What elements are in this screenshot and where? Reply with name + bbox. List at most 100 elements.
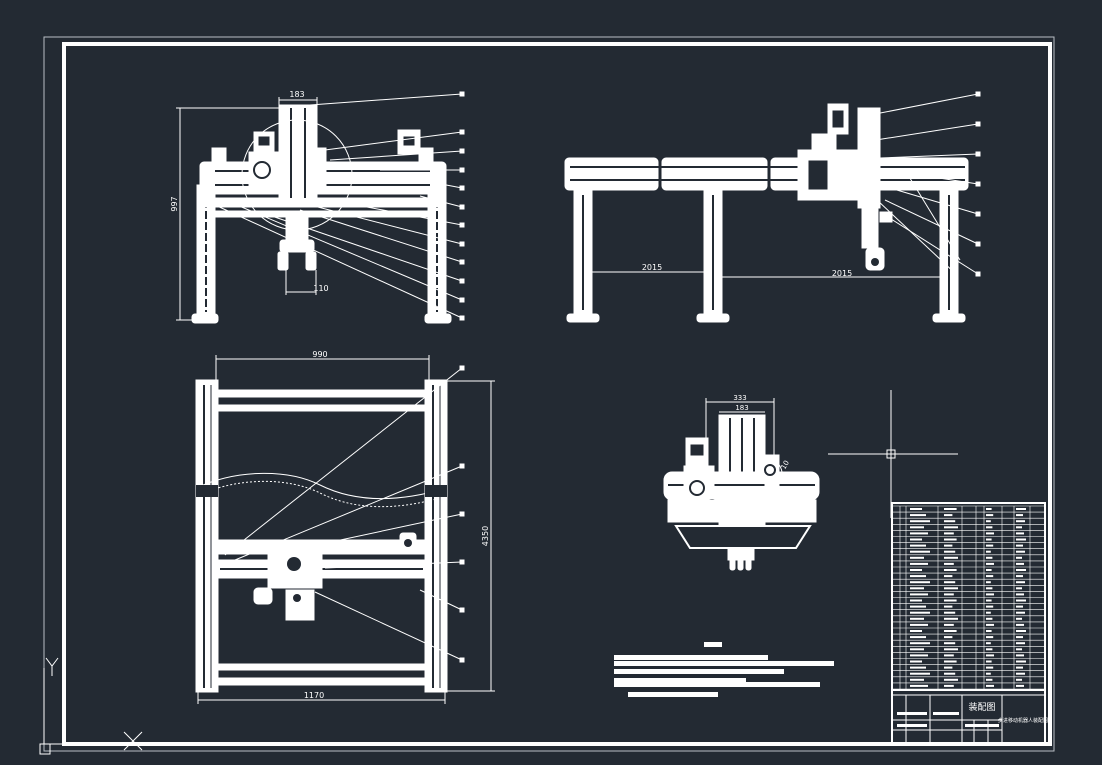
parts-list-cell-mark [910,660,922,663]
parts-list-cell-mark [944,605,953,608]
top-dim-bottom: 1170 [304,691,324,700]
parts-list-cell-mark [986,672,991,675]
parts-list-cell-mark [986,636,994,639]
top-view-leaders [224,365,465,663]
detail-dim-outer: 333 [733,394,746,402]
parts-list-cell-mark [1016,648,1022,651]
parts-list-cell-mark [944,587,958,590]
parts-list-cell-mark [1016,599,1026,602]
parts-list-cell-mark [986,617,993,620]
parts-list-cell-mark [1016,550,1025,553]
parts-list-cell-mark [986,569,992,571]
parts-list-cell-mark [1016,544,1023,547]
parts-list-cell-mark [910,648,924,651]
parts-list-cell-mark [910,593,928,596]
parts-list-cell-mark [1016,575,1023,578]
parts-list-cell-mark [944,520,956,523]
side-view-dimensions [592,271,940,278]
parts-list-cell-mark [910,678,924,681]
parts-list-cell-mark [986,544,994,547]
parts-list-cell-mark [910,526,924,529]
parts-list-cell-mark [1016,660,1026,663]
parts-list-cell-mark [1016,532,1024,535]
top-dim-top: 990 [312,350,327,359]
front-dim-bottom: 110 [313,284,328,293]
parts-list-cell-mark [944,538,957,541]
parts-list-cell-mark [910,587,924,590]
front-dim-top: 183 [289,90,304,99]
parts-list-cell-mark [1016,636,1023,639]
parts-list-cell-mark [910,642,930,645]
parts-list-cell-mark [986,684,994,687]
parts-list-cell-mark [910,617,924,620]
parts-list-cell-mark [1016,569,1026,571]
title-block [891,502,1046,744]
parts-list-cell-mark [944,617,958,620]
detail-view [663,414,820,571]
parts-list-cell-mark [944,556,958,559]
parts-list-cell-mark [944,593,954,596]
parts-list-cell-mark [986,611,991,614]
detail-dim-inner: 183 [735,404,748,412]
parts-list-cell-mark [944,666,953,669]
top-view-dimensions [197,355,495,704]
parts-list-cell-mark [944,575,953,578]
parts-list-cell-mark [910,556,924,559]
parts-list-cell-mark [944,660,957,663]
parts-list-cell-mark [944,636,953,639]
parts-list-cell-mark [986,581,991,584]
parts-list-cell-mark [986,630,992,632]
parts-list-cell-mark [1016,526,1022,529]
parts-list-cell-mark [1016,587,1022,590]
parts-list-cell-mark [1016,666,1023,669]
parts-list-cell-mark [944,544,953,547]
parts-list-cell-mark [944,508,957,510]
side-dim-span-1: 2015 [642,263,662,272]
inner-border-frame [62,42,1052,746]
parts-list-cell-mark [944,526,958,529]
parts-list-cell-mark [986,660,992,663]
parts-list-cell-mark [986,514,994,517]
parts-list-cell-mark [1016,508,1026,510]
parts-list-cell-mark [986,550,991,553]
parts-list-cell-mark [1016,593,1024,596]
parts-list-cell-mark [1016,630,1026,632]
parts-list-cell-mark [986,593,994,596]
parts-list-cell-mark [910,654,928,657]
parts-list-cell-mark [1016,684,1024,687]
parts-list-cell-mark [910,575,926,578]
parts-list-cell-mark [944,684,954,687]
parts-list-cell-mark [1016,678,1022,681]
parts-list-cell-mark [910,532,928,535]
parts-list-cell-mark [910,672,930,675]
parts-list-cell-mark [986,666,994,669]
top-view [195,379,448,693]
top-dim-right: 4350 [481,526,490,546]
parts-list-cell-mark [944,623,954,626]
parts-list-cell-mark [944,514,953,517]
parts-list-cell-mark [1016,556,1022,559]
detail-view-dimensions [705,398,783,473]
parts-list-cell-mark [986,648,993,651]
side-view [564,103,969,323]
parts-list-cell-mark [986,575,994,578]
parts-list-cell-mark [986,538,992,541]
parts-list-cell-mark [1016,514,1023,517]
parts-list-cell-mark [1016,611,1025,614]
parts-list-cell-mark [944,611,956,614]
parts-list-cell-mark [944,648,958,651]
title-block-part-name: 步进移动机器人装配图 [998,717,1048,724]
parts-list-cell-mark [1016,654,1024,657]
side-view-leaders [844,91,981,277]
parts-list-cell-mark [944,550,956,553]
parts-list-cell-mark [910,684,928,687]
parts-list-cell-mark [1016,642,1025,645]
parts-list-cell-mark [944,642,956,645]
parts-list-cell-mark [1016,605,1023,608]
parts-list-cell-mark [910,550,930,553]
parts-list-cell-mark [986,526,993,529]
parts-list-cell-mark [910,636,926,639]
parts-list-cell-mark [910,562,928,565]
parts-list-cell-mark [986,562,994,565]
